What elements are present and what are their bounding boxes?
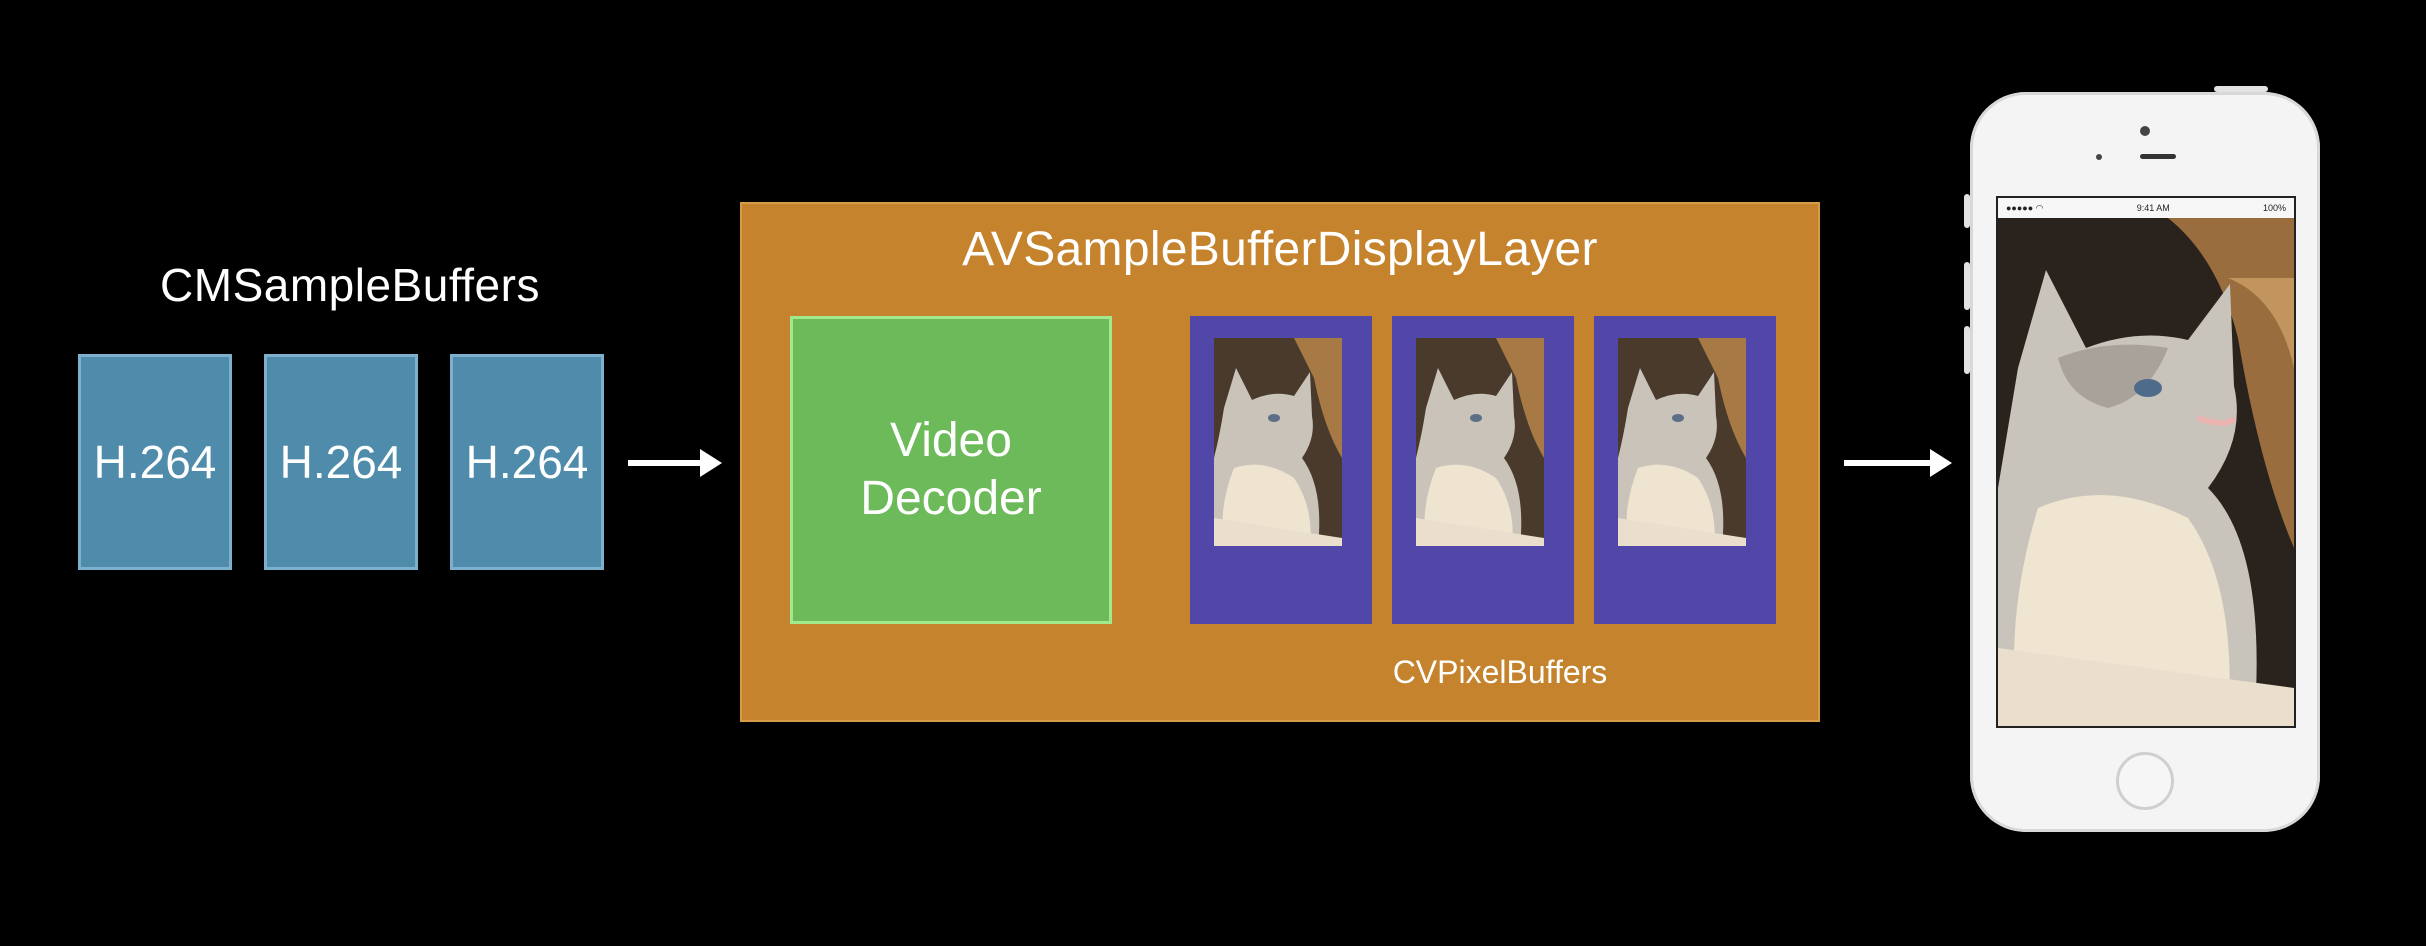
h264-buffer-1: H.264 <box>78 354 232 570</box>
power-button-icon <box>2214 86 2268 92</box>
cvpixelbuffers-label: CVPixelBuffers <box>1392 654 1608 690</box>
h264-label: H.264 <box>279 436 403 488</box>
home-button-icon <box>2116 752 2174 810</box>
arrow-right-icon <box>1844 449 1952 477</box>
front-camera-icon <box>2140 126 2150 136</box>
volume-up-icon <box>1964 262 1970 310</box>
h264-label: H.264 <box>465 436 589 488</box>
arrow-right-icon <box>628 449 722 477</box>
phone-screen: ●●●●● ◠ 9:41 AM 100% <box>1996 196 2296 728</box>
status-time: 9:41 AM <box>2136 203 2170 213</box>
battery-label: 100% <box>2262 203 2286 213</box>
cat-thumbnail-image <box>1214 338 1342 546</box>
cat-thumbnail-image <box>1416 338 1544 546</box>
decoder-label-line1: Video <box>890 414 1012 467</box>
mute-switch-icon <box>1964 194 1970 228</box>
sensor-icon <box>2096 154 2102 160</box>
pixel-buffer-3 <box>1594 316 1776 624</box>
cat-thumbnail-image <box>1618 338 1746 546</box>
display-layer-title: AVSampleBufferDisplayLayer <box>962 223 1598 276</box>
h264-label: H.264 <box>93 436 217 488</box>
pixel-buffer-2 <box>1392 316 1574 624</box>
video-decoder-box: Video Decoder <box>790 316 1112 624</box>
pixel-buffer-1 <box>1190 316 1372 624</box>
h264-buffer-3: H.264 <box>450 354 604 570</box>
earpiece-speaker-icon <box>2140 154 2176 159</box>
cat-photo-image <box>1998 218 2294 726</box>
decoder-label-line2: Decoder <box>860 472 1042 525</box>
signal-icon: ●●●●● ◠ <box>2006 202 2044 213</box>
h264-buffer-2: H.264 <box>264 354 418 570</box>
phone-status-bar: ●●●●● ◠ 9:41 AM 100% <box>1998 198 2294 218</box>
volume-down-icon <box>1964 326 1970 374</box>
cmsamplebuffers-title: CMSampleBuffers <box>160 259 540 311</box>
